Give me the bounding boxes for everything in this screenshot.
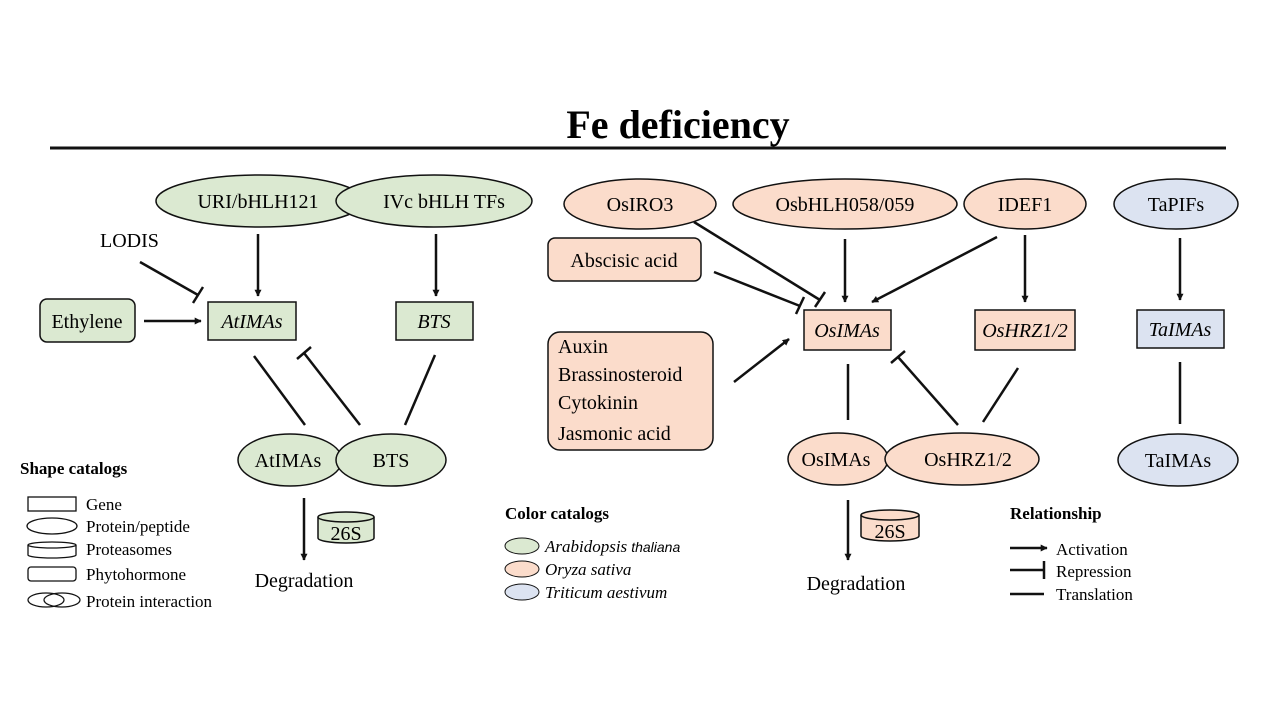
ivc-bhlh-node <box>335 174 533 228</box>
diagram-title: Fe deficiency <box>566 102 789 147</box>
atimas-gene-node <box>207 301 297 341</box>
ethylene-node <box>39 298 136 343</box>
edge-aba-represses-osimas <box>713 270 806 315</box>
relationship-legend: Relationship Activation Repression Trans… <box>1010 504 1133 604</box>
oryza-panel: OsIRO3 OsbHLH058/059 IDEF1 Abscisic acid… <box>547 178 1087 595</box>
legend-gene-label: Gene <box>86 495 122 514</box>
proteasome-26s-label: 26S <box>330 523 361 545</box>
legend-interaction-shape <box>27 592 81 608</box>
lodis-label: LODIS <box>100 230 159 252</box>
edge-hormones-to-osimas <box>733 338 790 383</box>
legend-arabidopsis-swatch <box>504 537 540 555</box>
legend-interaction-label: Protein interaction <box>86 592 213 611</box>
bts-protein-node <box>335 433 447 487</box>
hormone-jasmonic-acid: Jasmonic acid <box>558 423 671 445</box>
legend-activation-label: Activation <box>1056 540 1128 559</box>
idef1-node <box>963 178 1087 230</box>
atimas-protein-label: AtIMAs <box>255 450 322 472</box>
degradation-label-arabidopsis: Degradation <box>255 570 354 592</box>
idef1-label: IDEF1 <box>998 194 1052 216</box>
legend-triticum-label: Triticum aestivum <box>545 583 667 602</box>
edge-bts-translation <box>403 354 437 426</box>
tapifs-node <box>1113 178 1239 230</box>
oshrz-gene-label: OsHRZ1/2 <box>982 320 1068 342</box>
tapifs-label: TaPIFs <box>1148 194 1205 216</box>
hormone-cytokinin: Cytokinin <box>558 392 638 414</box>
bts-gene-label: BTS <box>417 311 450 333</box>
ethylene-label: Ethylene <box>51 311 122 333</box>
oshrz-protein-node <box>884 432 1040 486</box>
edge-oshrz-represses-osimas <box>890 350 959 426</box>
legend-phytohormone-shape <box>27 566 77 582</box>
aba-node <box>547 237 702 282</box>
legend-phytohormone-label: Phytohormone <box>86 565 186 584</box>
oshrz-protein-label: OsHRZ1/2 <box>924 449 1012 471</box>
taimas-gene-node <box>1136 309 1225 349</box>
degradation-label-oryza: Degradation <box>807 573 906 595</box>
osimas-gene-label: OsIMAs <box>814 320 880 342</box>
legend-protein-label: Protein/peptide <box>86 517 190 536</box>
ivc-bhlh-label: IVc bHLH TFs <box>383 191 505 213</box>
bts-gene-node <box>395 301 474 341</box>
legend-oryza-label: Oryza sativa <box>545 560 631 579</box>
taimas-gene-label: TaIMAs <box>1149 319 1212 341</box>
edge-bts-represses-atimas <box>296 346 361 426</box>
hormone-auxin: Auxin <box>558 336 608 358</box>
legend-repression-label: Repression <box>1056 562 1132 581</box>
proteasome-26s-oryza: 26S <box>860 509 920 543</box>
legend-proteasome-shape <box>27 541 77 559</box>
osiro3-node <box>563 178 717 230</box>
phytohormones-node <box>547 331 714 451</box>
proteasome-26s-arabidopsis: 26S <box>317 511 375 545</box>
proteasome-26s-oryza-label: 26S <box>874 521 905 543</box>
legend-gene-shape <box>27 496 77 512</box>
uri-bhlh121-label: URI/bHLH121 <box>197 191 318 213</box>
osbhlh-node <box>732 178 958 230</box>
taimas-protein-node <box>1117 433 1239 487</box>
edge-oshrz-translation <box>981 367 1020 423</box>
edge-idef1-to-osimas <box>871 235 998 304</box>
taimas-protein-label: TaIMAs <box>1145 450 1212 472</box>
relationship-heading: Relationship <box>1010 504 1102 523</box>
hormone-brassinosteroid: Brassinosteroid <box>558 364 682 386</box>
osimas-protein-label: OsIMAs <box>802 449 871 471</box>
legend-oryza-swatch <box>504 560 540 578</box>
aba-label: Abscisic acid <box>570 250 677 272</box>
edge-osiro3-represses-osimas <box>693 220 827 308</box>
legend-triticum-swatch <box>504 583 540 601</box>
atimas-gene-label: AtIMAs <box>219 311 282 333</box>
edge-lodis-represses-atimas <box>139 260 205 304</box>
arabidopsis-panel: URI/bHLH121 IVc bHLH TFs LODIS Ethylene … <box>39 174 533 592</box>
edge-atimas-translation <box>252 355 307 426</box>
legend-proteasome-label: Proteasomes <box>86 540 172 559</box>
osbhlh-label: OsbHLH058/059 <box>776 194 915 216</box>
shape-catalog-legend: Shape catalogs Gene Protein/peptide Prot… <box>20 459 213 611</box>
oshrz-gene-node <box>974 309 1076 351</box>
osimas-gene-node <box>803 309 892 351</box>
legend-protein-shape <box>26 517 78 535</box>
shape-catalog-heading: Shape catalogs <box>20 459 128 478</box>
color-catalog-heading: Color catalogs <box>505 504 609 523</box>
legend-repression-symbol <box>1010 561 1046 579</box>
osiro3-label: OsIRO3 <box>607 194 674 216</box>
bts-protein-label: BTS <box>373 450 410 472</box>
triticum-panel: TaPIFs TaIMAs TaIMAs <box>1113 178 1239 487</box>
legend-translation-label: Translation <box>1056 585 1133 604</box>
